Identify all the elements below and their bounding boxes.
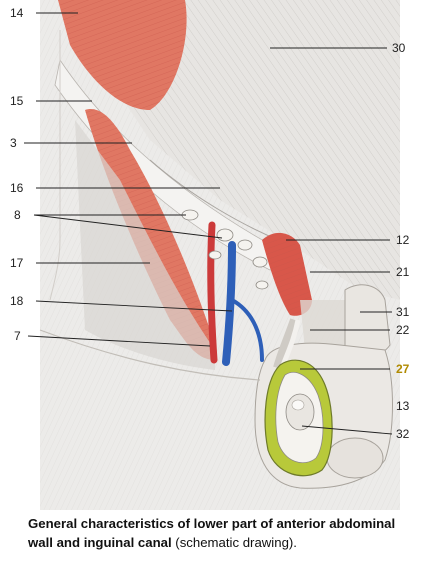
label-8: 8 xyxy=(14,208,21,222)
caption-title: General characteristics of lower part of… xyxy=(28,516,396,550)
label-14: 14 xyxy=(10,6,24,20)
label-30: 30 xyxy=(392,41,406,55)
label-31: 31 xyxy=(396,305,410,319)
label-3: 3 xyxy=(10,136,17,150)
label-17: 17 xyxy=(10,256,24,270)
label-32: 32 xyxy=(396,427,410,441)
caption-note: (schematic drawing). xyxy=(171,535,297,550)
label-21: 21 xyxy=(396,265,410,279)
label-16: 16 xyxy=(10,181,24,195)
label-18: 18 xyxy=(10,294,24,308)
label-12: 12 xyxy=(396,233,410,247)
testis-32 xyxy=(285,393,315,431)
figure-caption: General characteristics of lower part of… xyxy=(28,514,398,552)
label-7: 7 xyxy=(14,329,21,343)
label-27: 27 xyxy=(396,362,410,376)
femoral-artery xyxy=(207,221,218,364)
femoral-vein xyxy=(222,241,236,366)
anatomy-illustration xyxy=(24,0,400,510)
label-22: 22 xyxy=(396,323,410,337)
label-15: 15 xyxy=(10,94,24,108)
label-13: 13 xyxy=(396,399,410,413)
leader-lines xyxy=(24,12,393,435)
